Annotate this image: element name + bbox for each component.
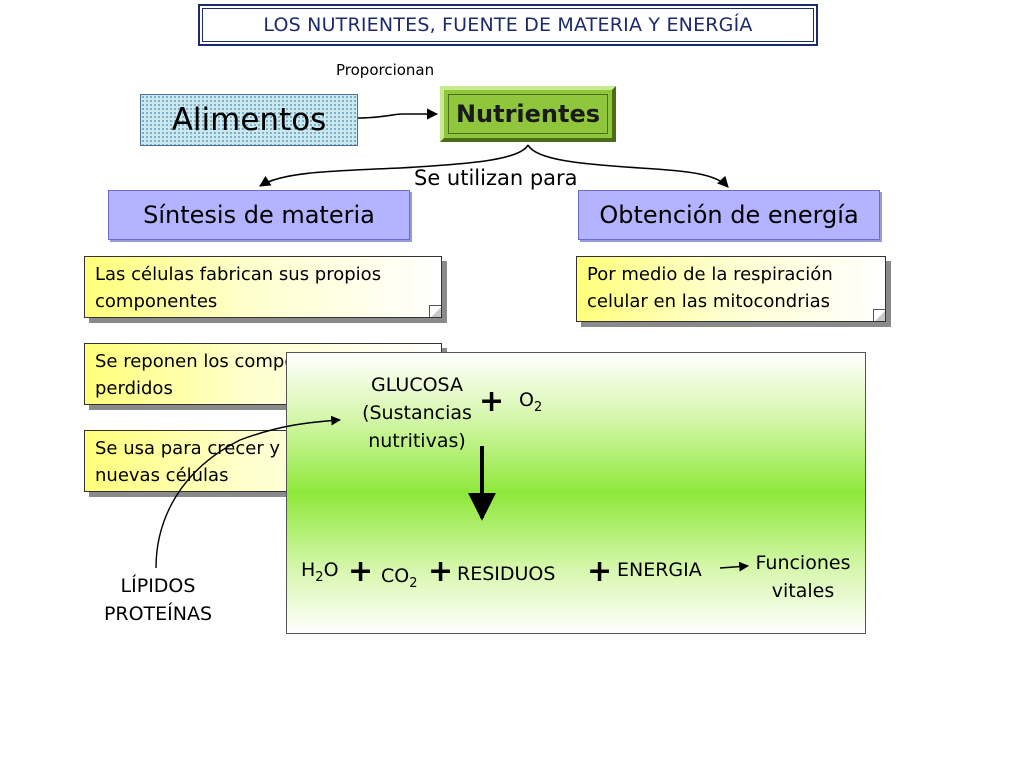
arrow-alimentos-to-nutrientes xyxy=(357,108,439,120)
node-sintesis-label: Síntesis de materia xyxy=(143,201,375,229)
h2o-post: O xyxy=(323,559,339,581)
glucosa-line: (Sustancias xyxy=(362,402,472,424)
node-sintesis-materia: Síntesis de materia xyxy=(108,190,410,240)
lipidos-proteinas-label: LÍPIDOS PROTEÍNAS xyxy=(88,572,228,628)
link-label-se-utilizan: Se utilizan para xyxy=(414,166,578,190)
co2-sub: 2 xyxy=(409,575,418,591)
glucosa-line: GLUCOSA xyxy=(371,374,463,396)
funciones-line: vitales xyxy=(771,580,835,602)
co2-label: CO2 xyxy=(381,565,418,591)
h2o-label: H2O xyxy=(301,559,339,585)
title-text: LOS NUTRIENTES, FUENTE DE MATERIA Y ENER… xyxy=(263,14,753,36)
residuos-label: RESIDUOS xyxy=(457,563,556,585)
o2-base: O xyxy=(519,389,534,411)
node-nutrientes: Nutrientes xyxy=(440,86,616,142)
note-line: celular en las mitocondrias xyxy=(587,291,831,312)
plus-sign: + xyxy=(428,554,454,589)
node-nutrientes-label: Nutrientes xyxy=(455,100,601,128)
h2o-pre: H xyxy=(301,559,316,581)
note-line: perdidos xyxy=(95,378,173,399)
node-obtencion-energia: Obtención de energía xyxy=(578,190,880,240)
co2-base: CO xyxy=(381,565,410,587)
node-alimentos: Alimentos xyxy=(140,94,358,146)
lipidos-line: LÍPIDOS xyxy=(120,575,196,597)
energia-label: ENERGIA xyxy=(617,559,702,581)
note-line: Las células fabrican sus propios xyxy=(95,264,382,285)
note-respiracion-celular: Por medio de la respiración celular en l… xyxy=(576,256,886,322)
plus-sign: + xyxy=(348,554,374,589)
plus-sign: + xyxy=(479,384,505,419)
respiration-process-panel: GLUCOSA (Sustancias nutritivas) + O2 H2O… xyxy=(286,352,866,634)
note-line: Por medio de la respiración xyxy=(587,264,833,285)
node-alimentos-label: Alimentos xyxy=(171,102,327,138)
h2o-sub: 2 xyxy=(315,569,324,585)
plus-sign: + xyxy=(587,554,613,589)
diagram-title: LOS NUTRIENTES, FUENTE DE MATERIA Y ENER… xyxy=(198,4,818,46)
lipidos-line: PROTEÍNAS xyxy=(103,603,213,625)
glucosa-line: nutritivas) xyxy=(368,430,466,452)
node-obtencion-label: Obtención de energía xyxy=(599,201,859,229)
note-fabrican-componentes: Las células fabrican sus propios compone… xyxy=(84,256,442,318)
funciones-line: Funciones xyxy=(755,552,851,574)
funciones-vitales-label: Funciones vitales xyxy=(743,549,863,605)
link-label-proporcionan: Proporcionan xyxy=(336,61,435,79)
note-line: componentes xyxy=(95,291,218,312)
o2-label: O2 xyxy=(519,389,542,415)
o2-sub: 2 xyxy=(533,399,543,415)
glucosa-label: GLUCOSA (Sustancias nutritivas) xyxy=(357,371,477,455)
